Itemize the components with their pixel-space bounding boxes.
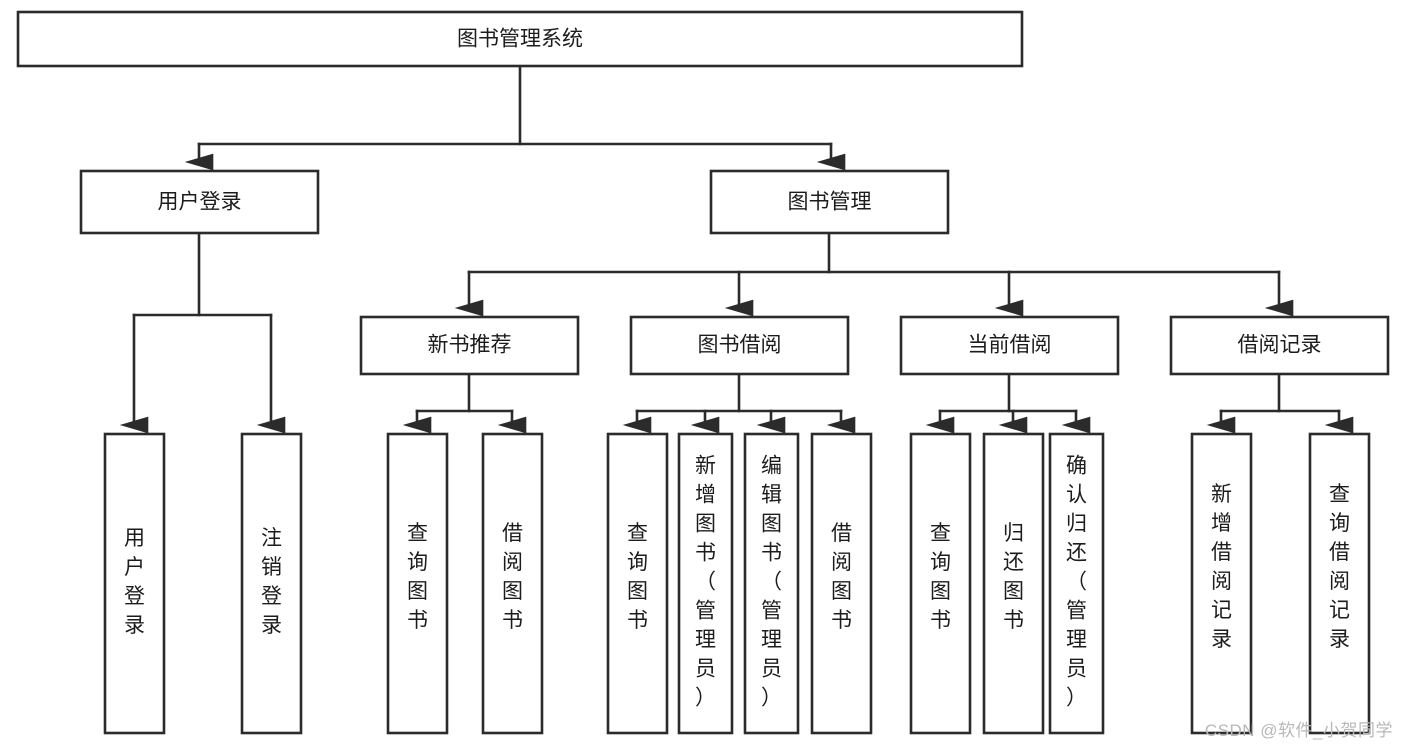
node-root-label: 图书管理系统	[457, 28, 583, 51]
node-leaf-return-book-box[interactable]	[982, 432, 1045, 735]
node-leaf-edit-book-box[interactable]	[743, 432, 800, 735]
node-leaf-query-book-3[interactable]: 查询图书	[909, 432, 972, 735]
node-leaf-confirm-return-box[interactable]	[1048, 432, 1105, 735]
node-leaf-borrow-book-2[interactable]: 借阅图书	[810, 432, 873, 735]
node-book-borrow-label: 图书借阅	[698, 334, 782, 357]
node-user-login-box[interactable]	[79, 169, 320, 235]
csdn-watermark: CSDN @软件_小贺同学	[1204, 721, 1393, 740]
node-book-borrow[interactable]: 图书借阅	[629, 315, 850, 376]
node-leaf-query-book-2-label: 查询图书	[627, 522, 648, 632]
node-leaf-query-record[interactable]: 查询借阅记录	[1308, 432, 1371, 735]
node-root-box[interactable]	[16, 10, 1024, 68]
node-leaf-user-login-box[interactable]	[103, 432, 166, 735]
node-leaf-query-book-2-box[interactable]	[606, 432, 669, 735]
node-leaf-user-logout-label: 注销登录	[261, 527, 282, 637]
node-leaf-edit-book-label: 编辑图书（管理员）	[761, 455, 782, 710]
node-leaf-borrow-book-1[interactable]: 借阅图书	[481, 432, 544, 735]
node-leaf-return-book[interactable]: 归还图书	[982, 432, 1045, 735]
node-book-manage[interactable]: 图书管理	[709, 169, 950, 235]
node-user-login-label: 用户登录	[158, 191, 242, 214]
node-leaf-add-book-box[interactable]	[677, 432, 734, 735]
node-current-borrow[interactable]: 当前借阅	[899, 315, 1120, 376]
node-leaf-query-book-2[interactable]: 查询图书	[606, 432, 669, 735]
node-current-borrow-label: 当前借阅	[968, 334, 1052, 357]
node-leaf-user-logout[interactable]: 注销登录	[240, 432, 303, 735]
node-leaf-query-book-1[interactable]: 查询图书	[386, 432, 449, 735]
node-borrow-record[interactable]: 借阅记录	[1169, 315, 1390, 376]
node-leaf-add-record[interactable]: 新增借阅记录	[1190, 432, 1253, 735]
node-leaf-query-book-3-box[interactable]	[909, 432, 972, 735]
node-new-book-rec[interactable]: 新书推荐	[359, 315, 580, 376]
node-leaf-add-record-label: 新增借阅记录	[1211, 483, 1232, 651]
node-leaf-edit-book[interactable]: 编辑图书（管理员）	[743, 432, 800, 735]
node-leaf-borrow-book-1-box[interactable]	[481, 432, 544, 735]
node-leaf-add-book-label: 新增图书（管理员）	[695, 455, 716, 710]
node-leaf-add-record-box[interactable]	[1190, 432, 1253, 735]
node-leaf-return-book-label: 归还图书	[1003, 522, 1024, 632]
node-current-borrow-box[interactable]	[899, 315, 1120, 376]
node-layer: 图书管理系统 用户登录 图书管理 新书推荐 图书借阅	[16, 10, 1390, 735]
node-user-login[interactable]: 用户登录	[79, 169, 320, 235]
node-new-book-rec-box[interactable]	[359, 315, 580, 376]
node-leaf-user-login[interactable]: 用户登录	[103, 432, 166, 735]
node-leaf-confirm-return-label: 确认归还（管理员）	[1066, 455, 1087, 710]
connector-layer	[119, 64, 1354, 434]
node-book-manage-box[interactable]	[709, 169, 950, 235]
node-leaf-borrow-book-1-label: 借阅图书	[502, 522, 523, 632]
node-leaf-query-record-label: 查询借阅记录	[1329, 483, 1350, 651]
node-leaf-confirm-return[interactable]: 确认归还（管理员）	[1048, 432, 1105, 735]
node-leaf-borrow-book-2-label: 借阅图书	[831, 522, 852, 632]
node-root[interactable]: 图书管理系统	[16, 10, 1024, 68]
node-leaf-query-book-1-label: 查询图书	[407, 522, 428, 632]
node-new-book-rec-label: 新书推荐	[428, 334, 512, 357]
node-book-manage-label: 图书管理	[788, 191, 872, 214]
node-leaf-query-book-3-label: 查询图书	[930, 522, 951, 632]
node-leaf-user-login-label: 用户登录	[124, 527, 145, 637]
node-leaf-user-logout-box[interactable]	[240, 432, 303, 735]
node-borrow-record-box[interactable]	[1169, 315, 1390, 376]
node-leaf-add-book[interactable]: 新增图书（管理员）	[677, 432, 734, 735]
node-borrow-record-label: 借阅记录	[1238, 334, 1322, 357]
node-leaf-borrow-book-2-box[interactable]	[810, 432, 873, 735]
node-book-borrow-box[interactable]	[629, 315, 850, 376]
node-leaf-query-record-box[interactable]	[1308, 432, 1371, 735]
node-leaf-query-book-1-box[interactable]	[386, 432, 449, 735]
